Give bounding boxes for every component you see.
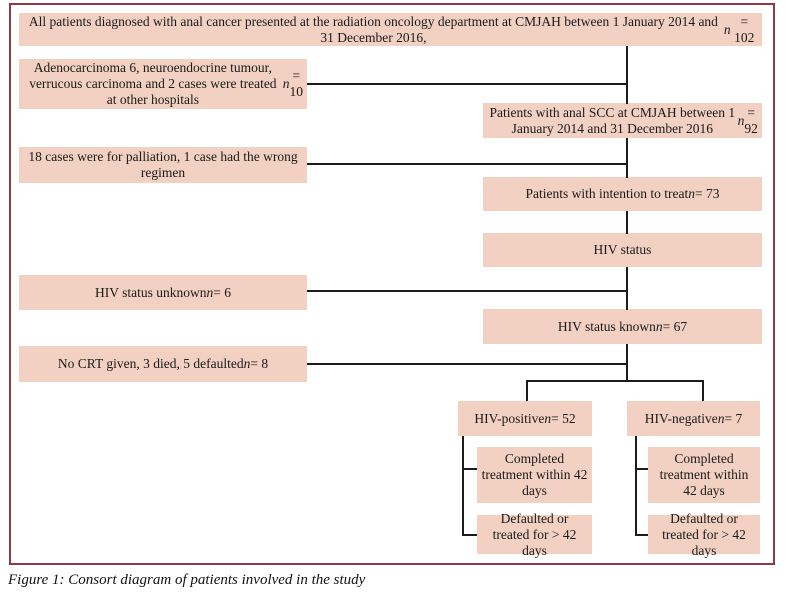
stub-hiv-negative-defaulted <box>635 534 648 536</box>
connector-excluded-other <box>307 83 628 85</box>
connector-center-1 <box>626 46 628 104</box>
node-no-crt: No CRT given, 3 died, 5 defaulted n = 8 <box>19 346 307 382</box>
stub-hiv-positive-completed <box>462 468 477 470</box>
node-excluded-other-diagnoses: Adenocarcinoma 6, neuroendocrine tumour,… <box>19 59 307 109</box>
connector-center-4 <box>626 267 628 310</box>
figure-caption: Figure 1: Consort diagram of patients in… <box>8 572 366 588</box>
connector-center-3 <box>626 211 628 234</box>
node-hiv-positive: HIV-positive n = 52 <box>458 401 592 436</box>
node-hiv-positive-completed: Completed treatment within 42 days <box>477 447 592 503</box>
branch-hiv-negative-vertical <box>635 436 637 536</box>
stub-hiv-positive-defaulted <box>462 534 477 536</box>
branch-hiv-positive-vertical <box>462 436 464 536</box>
node-hiv-status: HIV status <box>483 233 762 267</box>
node-hiv-negative: HIV-negative n = 7 <box>627 401 760 436</box>
node-all-patients: All patients diagnosed with anal cancer … <box>19 13 762 46</box>
node-anal-scc: Patients with anal SCC at CMJAH between … <box>483 103 762 138</box>
node-hiv-negative-completed: Completed treatment within 42 days <box>648 447 760 503</box>
node-hiv-known: HIV status known n = 67 <box>483 309 762 344</box>
node-hiv-positive-defaulted: Defaulted or treated for > 42 days <box>477 511 592 558</box>
connector-hiv-unknown <box>307 290 628 292</box>
node-palliation-excluded: 18 cases were for palliation, 1 case had… <box>19 147 307 183</box>
node-hiv-unknown: HIV status unknown n = 6 <box>19 275 307 310</box>
node-hiv-negative-defaulted: Defaulted or treated for > 42 days <box>648 511 760 558</box>
connector-center-2 <box>626 138 628 178</box>
branch-split-right-vertical <box>702 380 704 401</box>
connector-no-crt <box>307 363 628 365</box>
branch-split-left-vertical <box>526 380 528 401</box>
stub-hiv-negative-completed <box>635 468 648 470</box>
connector-palliation <box>307 163 628 165</box>
branch-split-horizontal <box>526 380 704 382</box>
node-intention-to-treat: Patients with intention to treat n = 73 <box>483 177 762 211</box>
